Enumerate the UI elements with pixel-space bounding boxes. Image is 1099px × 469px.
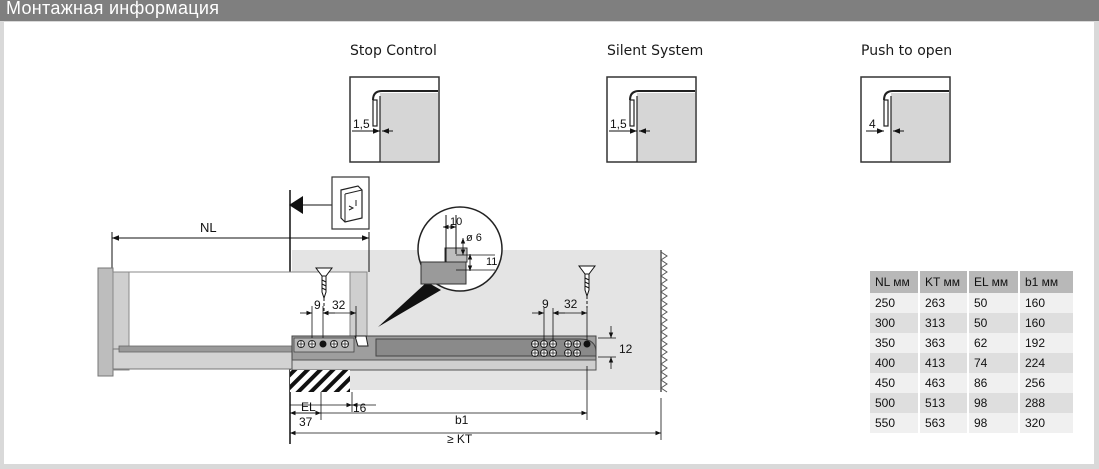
screw-icon-rear — [578, 265, 596, 308]
dim-rear-9: 9 — [542, 297, 549, 311]
dim-front-9: 9 — [314, 298, 321, 312]
cell-nl: 350 — [870, 333, 920, 353]
cell-b1: 192 — [1019, 333, 1075, 353]
col-header-el: EL мм — [968, 271, 1020, 293]
dim-front-32: 32 — [332, 298, 346, 312]
col-header-kt: KT мм — [919, 271, 969, 293]
table-row: 350 363 62 192 — [870, 333, 1075, 353]
table-row: 300 313 50 160 — [870, 313, 1075, 333]
dim-detail-6: ø 6 — [466, 232, 482, 244]
header-bar: Монтажная информация — [0, 0, 1099, 21]
cell-b1: 224 — [1019, 353, 1075, 373]
col-header-b1: b1 мм — [1019, 271, 1075, 293]
dim-37: 37 — [299, 415, 313, 429]
page-title: Монтажная информация — [6, 0, 220, 18]
cell-nl: 250 — [870, 293, 920, 313]
system-label-silent-system: Silent System — [607, 43, 704, 59]
table-row: 400 413 74 224 — [870, 353, 1075, 373]
col-header-nl: NL мм — [870, 271, 920, 293]
cell-el: 74 — [968, 353, 1020, 373]
cell-kt: 313 — [919, 313, 969, 333]
dim-el: EL — [301, 400, 316, 414]
stop-control-box: 1,5 — [349, 76, 440, 163]
cell-el: 62 — [968, 333, 1020, 353]
silent-system-box: 1,5 — [606, 76, 697, 163]
drawer-rail — [291, 335, 597, 371]
front-frame-hatch — [290, 370, 350, 392]
rear-wall — [660, 250, 668, 393]
dim-nl: NL — [200, 220, 217, 235]
cell-kt: 363 — [919, 333, 969, 353]
dim-rail-12: 12 — [619, 342, 633, 356]
cell-kt: 263 — [919, 293, 969, 313]
cell-nl: 300 — [870, 313, 920, 333]
push-to-open-box: 4 — [860, 76, 951, 163]
stop-control-dim: 1,5 — [353, 117, 370, 131]
cell-nl: 500 — [870, 393, 920, 413]
dimension-table: NL мм KT мм EL мм b1 мм 250 263 50 160 3… — [870, 271, 1075, 433]
cell-b1: 160 — [1019, 293, 1075, 313]
silent-system-dim: 1,5 — [610, 117, 627, 131]
cell-el: 86 — [968, 373, 1020, 393]
push-to-open-dim: 4 — [869, 117, 876, 131]
cell-nl: 450 — [870, 373, 920, 393]
cell-b1: 256 — [1019, 373, 1075, 393]
cell-kt: 413 — [919, 353, 969, 373]
cell-b1: 288 — [1019, 393, 1075, 413]
system-label-stop-control: Stop Control — [350, 43, 437, 59]
system-label-push-to-open: Push to open — [861, 43, 953, 59]
cell-el: 98 — [968, 393, 1020, 413]
detail-callout: 10 ø 6 11 — [378, 206, 503, 327]
cell-el: 98 — [968, 413, 1020, 433]
table-row: 250 263 50 160 — [870, 293, 1075, 313]
reference-arrow — [289, 196, 303, 214]
table-row: 550 563 98 320 — [870, 413, 1075, 433]
dim-b1: b1 — [455, 413, 469, 427]
screw-icon-front — [315, 267, 333, 312]
cell-kt: 463 — [919, 373, 969, 393]
dim-detail-11: 11 — [486, 256, 497, 268]
cabinet-icon — [331, 176, 370, 230]
cell-el: 50 — [968, 293, 1020, 313]
cell-kt: 563 — [919, 413, 969, 433]
cell-kt: 513 — [919, 393, 969, 413]
cell-b1: 320 — [1019, 413, 1075, 433]
drawer-front — [97, 267, 114, 377]
dim-16: 16 — [353, 401, 367, 415]
dim-rear-32: 32 — [564, 297, 578, 311]
cell-b1: 160 — [1019, 313, 1075, 333]
table-header-row: NL мм KT мм EL мм b1 мм — [870, 271, 1075, 293]
dim-kt: ≥ KT — [447, 432, 473, 446]
dim-detail-10: 10 — [450, 216, 462, 228]
table-row: 450 463 86 256 — [870, 373, 1075, 393]
cell-nl: 550 — [870, 413, 920, 433]
table-row: 500 513 98 288 — [870, 393, 1075, 413]
cell-el: 50 — [968, 313, 1020, 333]
cell-nl: 400 — [870, 353, 920, 373]
